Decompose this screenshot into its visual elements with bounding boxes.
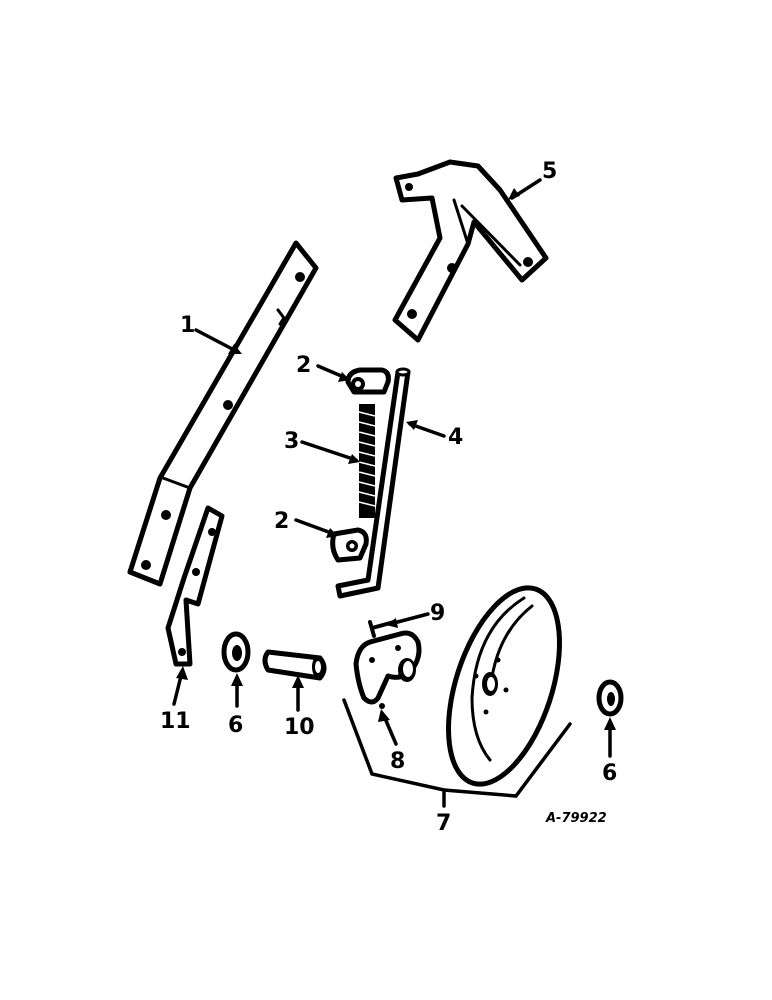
leader-lines	[172, 178, 616, 758]
callout-4: 4	[448, 425, 463, 450]
callout-1: 1	[180, 313, 195, 338]
assembly-7-brace	[342, 698, 572, 808]
callout-10: 10	[284, 715, 315, 740]
part-3-spring	[358, 404, 376, 518]
part-8-hub	[353, 630, 422, 709]
part-5-bracket	[392, 159, 549, 343]
callout-11: 11	[160, 709, 191, 734]
part-6-washer-right	[596, 679, 624, 717]
part-2-clip-bottom	[330, 527, 369, 563]
callout-2-bottom: 2	[274, 509, 289, 534]
callout-6-left: 6	[228, 713, 243, 738]
part-4-rod	[335, 367, 411, 599]
part-2-clip-top	[345, 367, 391, 395]
callout-labels: 1 2 3 4 5 2 9 11 6 10 8 6 7 A-79922	[160, 159, 617, 836]
drawing-number: A-79922	[545, 811, 607, 826]
part-11-bracket	[165, 505, 225, 667]
callout-8: 8	[390, 749, 405, 774]
callout-6-right: 6	[602, 761, 617, 786]
callout-9: 9	[430, 601, 445, 626]
part-10-bushing	[262, 649, 327, 681]
part-7-disc	[446, 585, 562, 787]
callout-7: 7	[436, 811, 451, 836]
part-6-washer-left	[221, 631, 251, 673]
part-1-bar	[127, 240, 319, 587]
callout-3: 3	[284, 429, 299, 454]
callout-2-top: 2	[296, 353, 311, 378]
callout-5: 5	[542, 159, 557, 184]
